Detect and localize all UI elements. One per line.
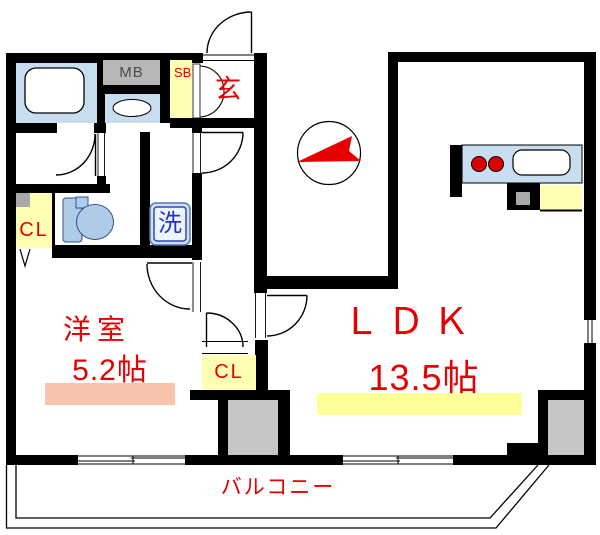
ldk-size-highlight: [317, 393, 522, 415]
window-ldk-east: [584, 320, 596, 343]
bathtub-icon: [24, 67, 85, 114]
pillar-square-kitchen: [516, 192, 530, 205]
jambs-layer: [97, 54, 266, 354]
balcony-label: バルコニー: [220, 476, 336, 499]
ldk-size-label: 13.5帖: [368, 357, 480, 398]
stove-burner-icon: [488, 156, 504, 172]
window-ldk-south: [343, 455, 453, 465]
balcony-outline: [5, 464, 550, 529]
windows-layer: [78, 320, 596, 465]
hall-closet-label: CL: [214, 361, 244, 383]
compass-icon: [296, 120, 362, 186]
toilet-icon: [62, 196, 114, 243]
shoe-box: [170, 60, 192, 118]
sink-icon: [512, 149, 571, 176]
shoe-box-label: SB: [174, 65, 192, 80]
meter-box-label: MB: [119, 64, 144, 81]
bedroom-size-highlight: [45, 383, 175, 405]
doors-layer: [19, 11, 308, 348]
storage-layer: [16, 60, 584, 455]
washbasin-icon: [105, 94, 160, 123]
closet-door-mark: [19, 248, 31, 269]
laundry-box-icon: [149, 202, 191, 246]
kitchen-counter-icon: [461, 144, 583, 184]
stove-burner-icon: [471, 156, 487, 172]
bedroom-size-label: 5.2帖: [72, 354, 148, 387]
pillar-right: [548, 400, 584, 455]
entrance-label: 玄: [214, 74, 241, 104]
meter-box: [103, 60, 160, 85]
laundry-label: 洗: [158, 210, 182, 237]
bedroom-closet-label: CL: [19, 219, 49, 241]
pillar-square-closet: [16, 193, 30, 207]
hall-closet-box: [202, 355, 256, 390]
window-bedroom-south: [78, 455, 185, 465]
bedroom-name-label: 洋室: [62, 314, 131, 345]
refrigerator-space: [540, 185, 582, 210]
walls-layer: [6, 52, 596, 465]
ldk-name-label: ＬＤＫ: [342, 301, 478, 342]
pillar-center: [228, 400, 278, 455]
